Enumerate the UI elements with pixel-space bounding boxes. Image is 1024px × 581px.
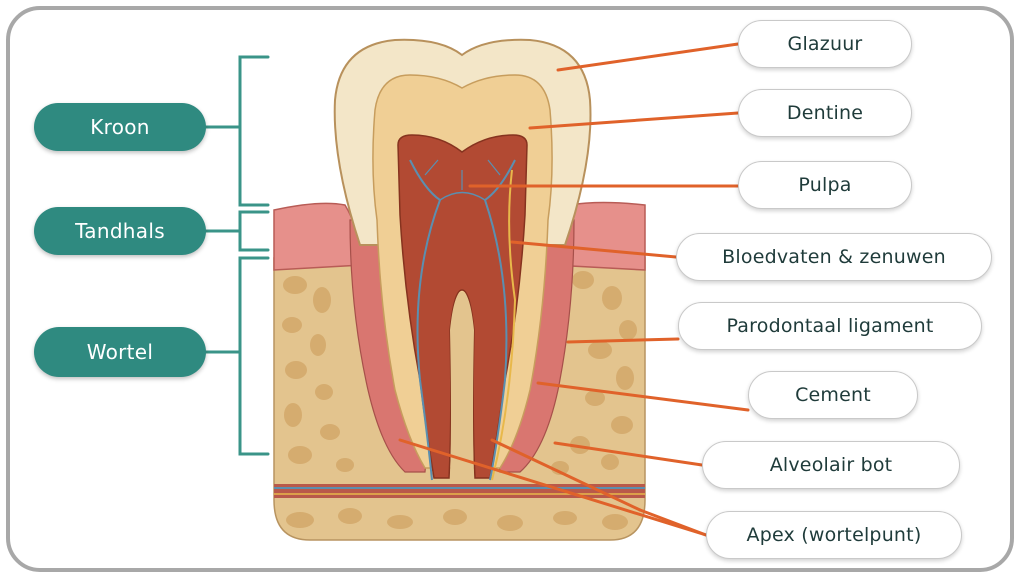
section-label-tandhals: Tandhals xyxy=(34,207,206,255)
bracket-wortel xyxy=(238,256,270,456)
leader-lines xyxy=(398,42,750,537)
section-label-wortel: Wortel xyxy=(34,327,206,377)
label-bloedvaten: Bloedvaten & zenuwen xyxy=(676,233,992,281)
label-glazuur: Glazuur xyxy=(738,20,912,68)
section-brackets xyxy=(203,55,270,456)
section-label-kroon: Kroon xyxy=(34,103,206,151)
bracket-kroon xyxy=(238,55,270,207)
label-cement: Cement xyxy=(748,371,918,419)
label-apex: Apex (wortelpunt) xyxy=(706,511,962,559)
label-dentine: Dentine xyxy=(738,89,912,137)
label-alveolair: Alveolair bot xyxy=(702,441,960,489)
label-pulpa: Pulpa xyxy=(738,161,912,209)
bracket-tandhals xyxy=(238,210,270,252)
label-parodontaal: Parodontaal ligament xyxy=(678,302,982,350)
nerves-and-vessels xyxy=(409,159,517,481)
